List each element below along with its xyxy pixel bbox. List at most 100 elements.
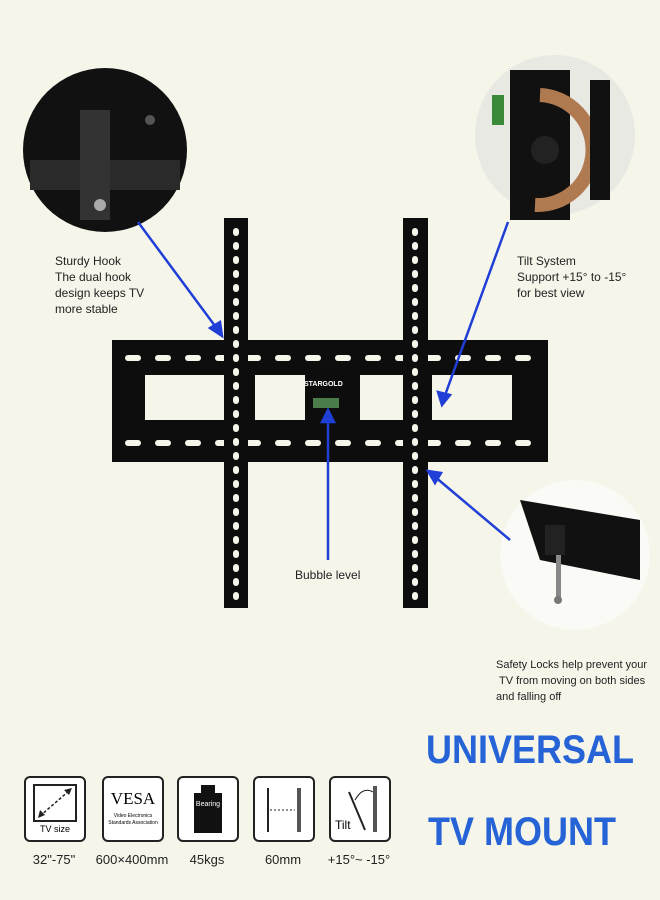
rail-hole [233,312,239,320]
spec-value: 32"-75" [32,852,76,867]
tv-size-icon: TV size [24,776,86,842]
safety-lock-detail-photo [500,480,650,630]
rail-hole [233,354,239,362]
mount-slot [305,355,321,361]
rail-hole [233,326,239,334]
rail-hole [233,340,239,348]
rail-hole [412,466,418,474]
rail-hole [233,382,239,390]
tilt-icon: Tilt [329,776,391,842]
rail-hole [412,228,418,236]
rail-hole [412,508,418,516]
callout-line: for best view [517,286,585,300]
mount-slot [335,440,351,446]
rail-hole [233,592,239,600]
rail-hole [412,592,418,600]
rail-hole [412,270,418,278]
rail-hole [233,256,239,264]
spec-value: 600×400mm [95,852,169,867]
rail-hole [233,522,239,530]
rail-hole [412,284,418,292]
rail-hole [233,270,239,278]
rail-hole [412,256,418,264]
rail-hole [412,424,418,432]
rail-hole [233,466,239,474]
spec-vesa: VESA Video Electronics Standards Associa… [96,776,168,867]
mount-slot [275,440,291,446]
title-universal: UNIVERSAL [426,728,635,772]
rail-hole [412,298,418,306]
mount-slot [425,440,441,446]
rail-hole [412,452,418,460]
callout-line: Sturdy Hook [55,254,122,268]
callout-line: The dual hook [55,270,132,284]
rail-hole [412,494,418,502]
callout-line: Support +15° to -15° [517,270,627,284]
mount-slot [185,440,201,446]
rail-hole [412,410,418,418]
rail-hole [233,550,239,558]
rail-hole [233,578,239,586]
rail-hole [233,452,239,460]
weight-icon: Bearing [177,776,239,842]
hook-callout: Sturdy Hook The dual hook design keeps T… [55,253,144,317]
rail-hole [233,424,239,432]
mount-slot [365,355,381,361]
rail-hole [412,480,418,488]
rail-hole [412,438,418,446]
callout-line: Tilt System [517,254,576,268]
rail-hole [233,480,239,488]
rail-hole [233,396,239,404]
mount-slot [515,355,531,361]
safety-callout: Safety Locks help prevent your TV from m… [496,657,647,705]
mount-slot [485,355,501,361]
mount-slot [155,440,171,446]
rail-hole [412,340,418,348]
icon-label: TV size [39,824,70,834]
tv-mount-bracket: STARGOLD [112,218,548,608]
callout-arrows [136,221,511,560]
rail-hole [233,508,239,516]
wall-distance-icon [253,776,315,842]
callout-line: design keeps TV [55,286,145,300]
callout-line: and falling off [496,691,562,703]
mount-slot [455,440,471,446]
mount-slot [275,355,291,361]
rail-hole [412,326,418,334]
rail-hole [412,396,418,404]
spec-tv-size: TV size 32"-75" [24,776,86,867]
rail-hole [233,228,239,236]
mount-slot [335,355,351,361]
rail-hole [233,438,239,446]
spec-tilt: Tilt +15°~ -15° [328,776,391,867]
bubble-level-callout: Bubble level [295,568,361,582]
icon-sublabel: Video Electronics Standards Association [108,813,158,826]
bubble-level [313,398,339,408]
tilt-callout: Tilt System Support +15° to -15° for bes… [517,253,626,301]
rail-hole [233,494,239,502]
rail-hole [233,242,239,250]
rail-hole [233,536,239,544]
mount-slot [125,440,141,446]
mount-slot [125,355,141,361]
callout-line: more stable [55,302,118,316]
spec-wall-distance: 60mm [253,776,315,867]
hook-detail-photo [23,68,187,232]
mount-slot [185,355,201,361]
rail-hole [412,354,418,362]
rail-hole [233,564,239,572]
spec-value: +15°~ -15° [327,852,391,867]
mount-slot [305,440,321,446]
spec-bearing: Bearing 45kgs [177,776,239,867]
icon-label: Bearing [194,793,222,833]
mount-slot [245,440,261,446]
callout-line: TV from moving on both sides [499,675,646,687]
rail-hole [412,368,418,376]
mount-slot [365,440,381,446]
rail-hole [412,536,418,544]
rail-hole [233,368,239,376]
tilt-detail-photo [475,55,635,220]
mount-slot [155,355,171,361]
mount-slot [245,355,261,361]
